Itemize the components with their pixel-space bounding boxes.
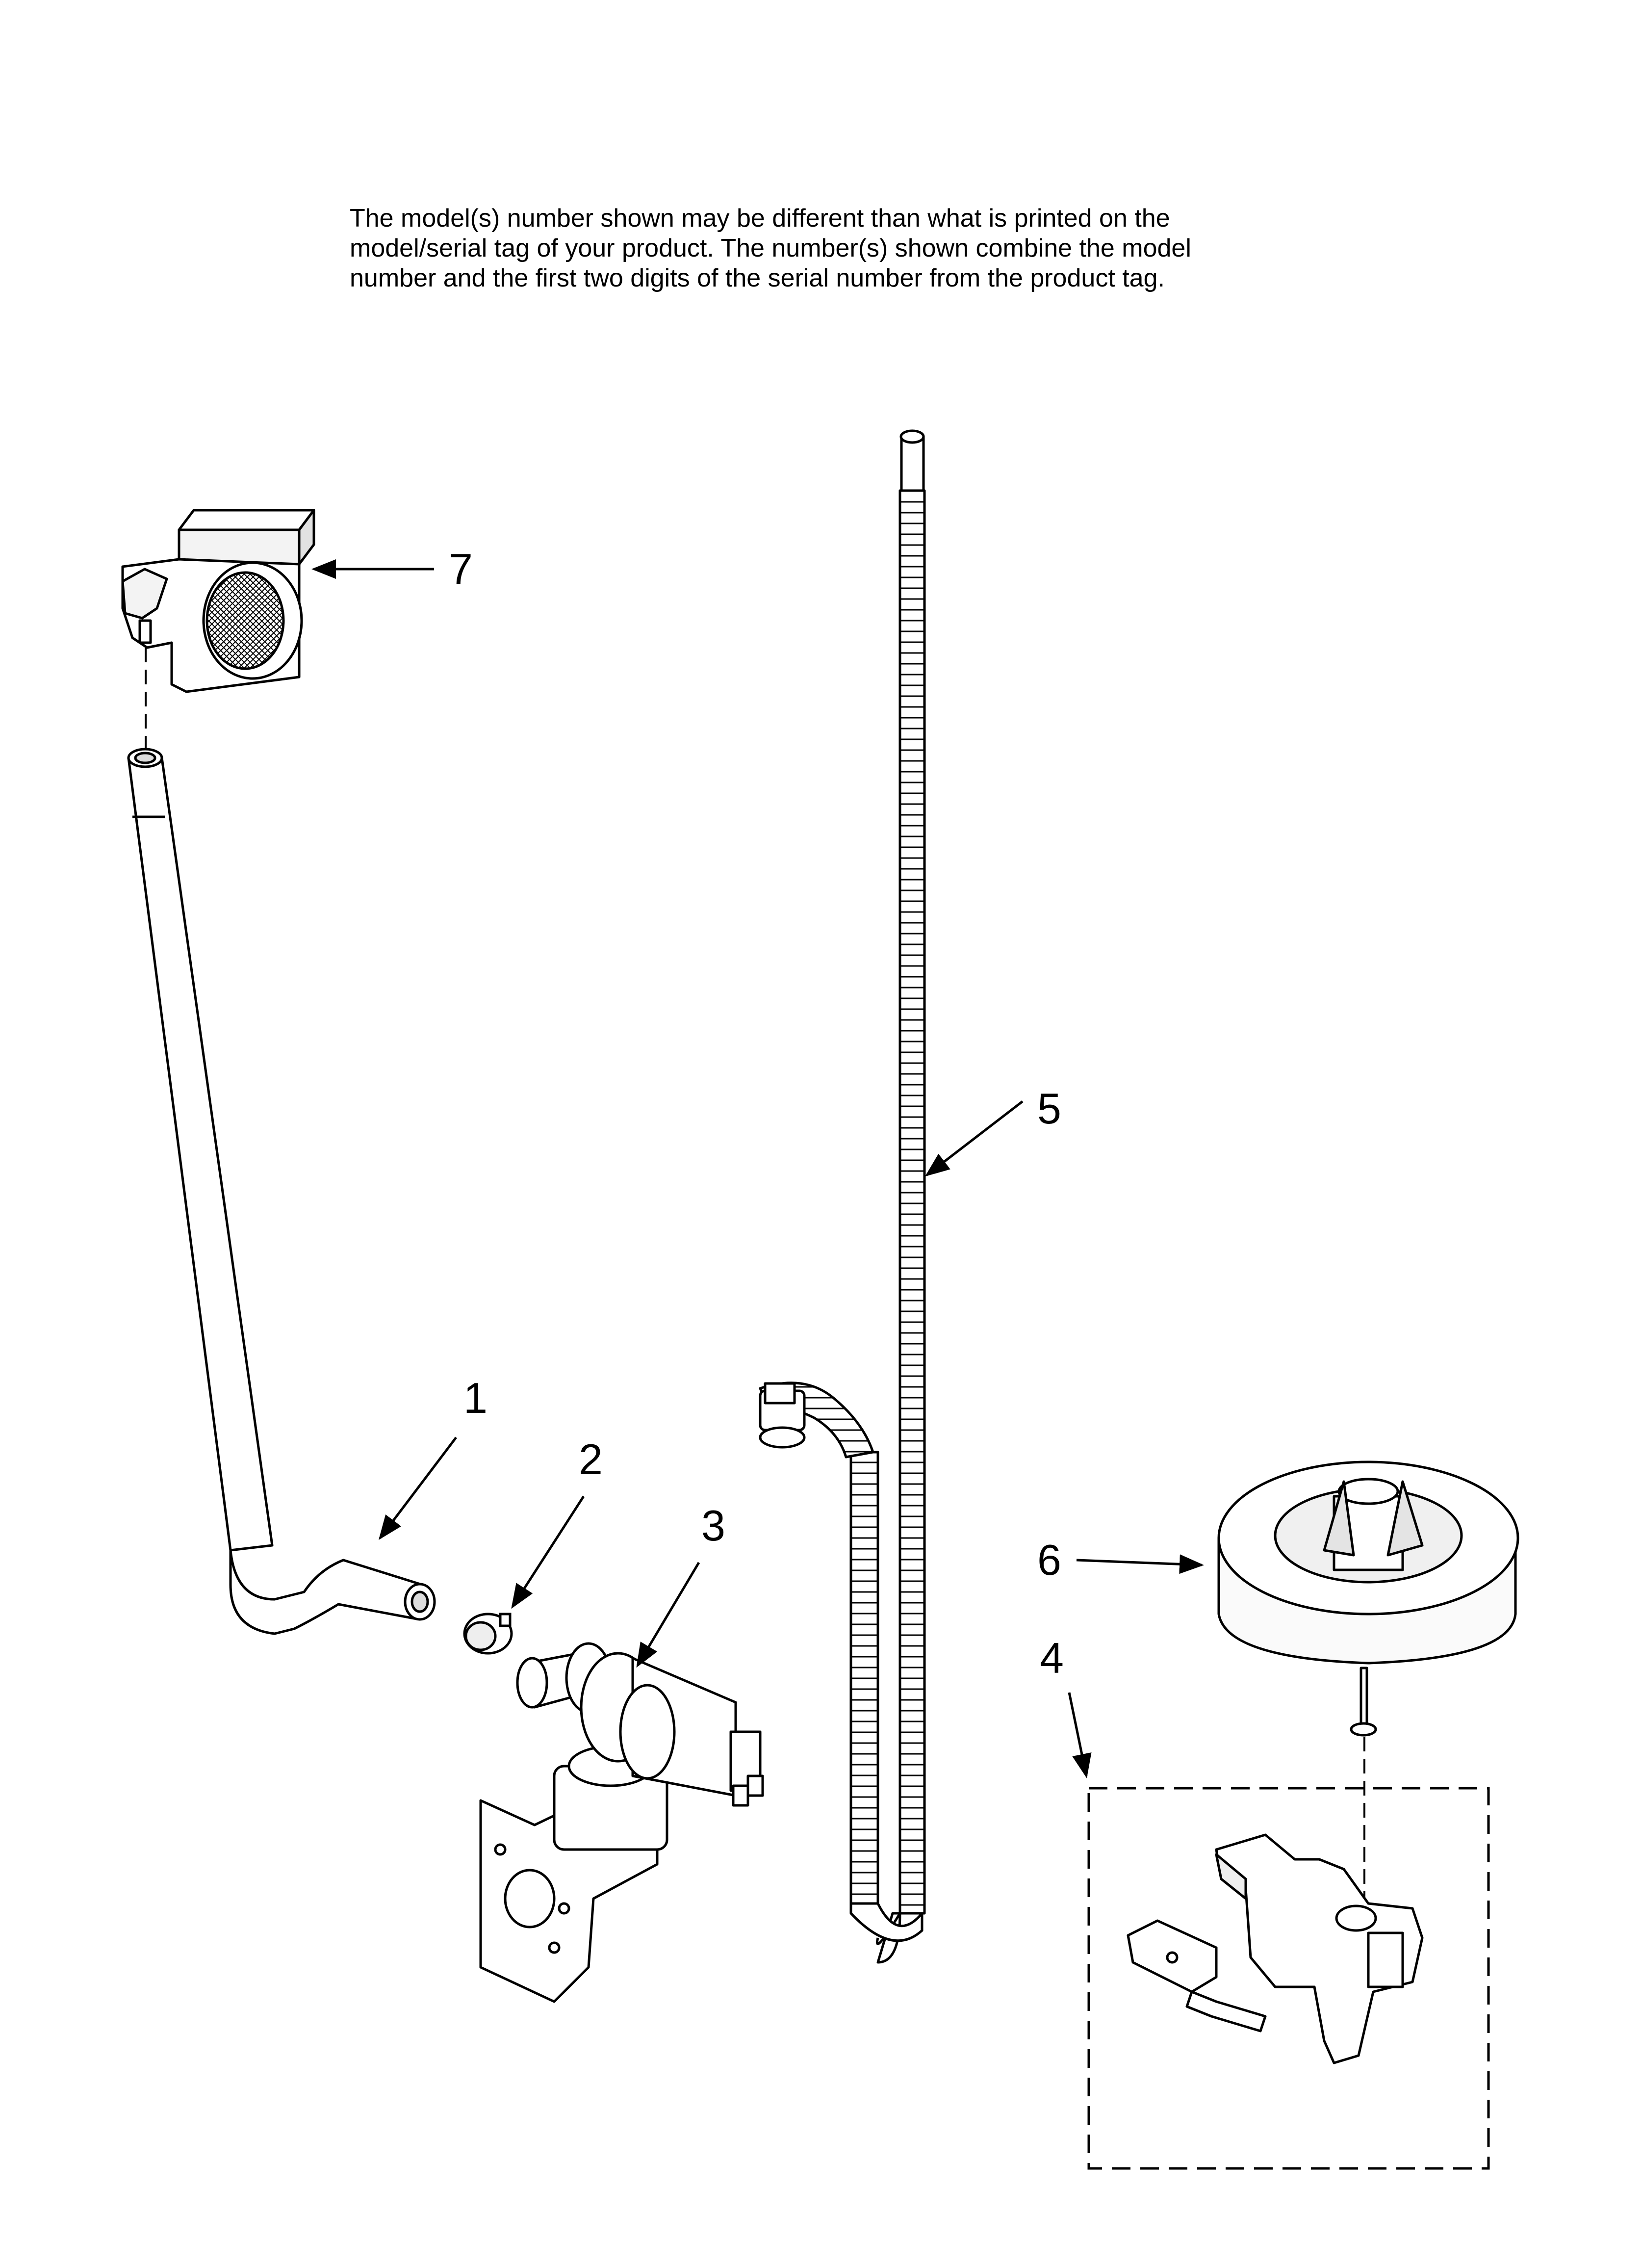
- note-line-2: model/serial tag of your product. The nu…: [350, 234, 1191, 262]
- part-4-group-box: [1087, 1787, 1490, 2170]
- disclaimer-note: The model(s) number shown may be differe…: [350, 204, 1331, 293]
- part-7-filter-housing: [121, 509, 315, 693]
- callout-6: 6: [1037, 1536, 1061, 1584]
- part-5-fill-hose: [759, 429, 926, 1964]
- note-line-3: number and the first two digits of the s…: [350, 264, 1165, 292]
- part-3-inlet-valve: [479, 1642, 764, 2003]
- callout-4: 4: [1040, 1634, 1064, 1682]
- part-4-switch-assembly: [1127, 1833, 1424, 2064]
- callout-3: 3: [701, 1501, 725, 1550]
- note-line-1: The model(s) number shown may be differe…: [350, 204, 1170, 233]
- callout-arrows: [311, 559, 1204, 1778]
- callout-1: 1: [463, 1374, 487, 1422]
- part-6-float: [1217, 1460, 1519, 1737]
- callout-2: 2: [579, 1435, 603, 1484]
- part-2-clamp: [463, 1613, 513, 1655]
- callout-5: 5: [1037, 1084, 1061, 1133]
- part-1-hose: [127, 748, 436, 1635]
- callout-7: 7: [449, 545, 473, 593]
